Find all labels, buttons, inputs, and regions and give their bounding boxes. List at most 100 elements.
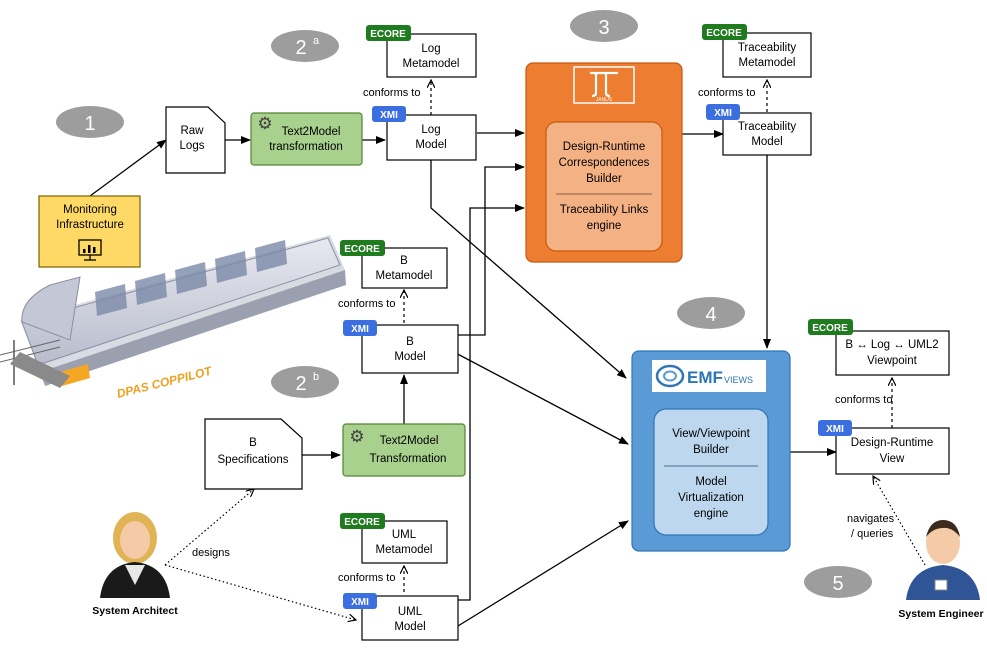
step-2a-badge: 2 a [271, 30, 339, 62]
svg-text:Model: Model [394, 621, 425, 633]
svg-text:Metamodel: Metamodel [376, 544, 433, 556]
svg-text:Viewpoint: Viewpoint [867, 355, 917, 367]
svg-text:XMI: XMI [351, 597, 369, 608]
svg-text:3: 3 [598, 17, 609, 39]
system-engineer-label: System Engineer [898, 608, 983, 620]
emfviews-logo: EMF VIEWS [652, 360, 766, 392]
svg-text:Monitoring: Monitoring [63, 204, 117, 216]
ecore-tag: ECORE [340, 240, 385, 256]
svg-text:Metamodel: Metamodel [739, 57, 796, 69]
svg-text:UML: UML [392, 529, 417, 541]
svg-text:Virtualization: Virtualization [678, 492, 744, 504]
ecore-tag: ECORE [808, 319, 853, 335]
xmi-tag: XMI [343, 593, 377, 609]
svg-text:Builder: Builder [586, 173, 622, 185]
step-1-badge: 1 [56, 106, 124, 138]
svg-text:engine: engine [694, 508, 729, 520]
emfviews-panel: EMF VIEWS View/Viewpoint Builder Model V… [631, 350, 791, 552]
svg-text:Metamodel: Metamodel [376, 270, 433, 282]
conforms-to-label: conforms to [363, 87, 420, 99]
svg-text:Log: Log [421, 43, 440, 55]
b-model-box: B Model [361, 324, 459, 374]
traceability-model-box: Traceability Model [722, 112, 812, 156]
svg-text:Metamodel: Metamodel [403, 58, 460, 70]
step-5-badge: 5 [804, 566, 872, 598]
svg-text:ECORE: ECORE [344, 517, 380, 528]
xmi-tag: XMI [706, 104, 740, 120]
uml-model-box: UML Model [361, 595, 459, 641]
janus-panel: JANUS Design-Runtime Correspondences Bui… [525, 62, 683, 263]
svg-text:2: 2 [295, 37, 306, 59]
svg-text:UML: UML [398, 606, 423, 618]
step-3-badge: 3 [570, 10, 638, 42]
svg-text:B: B [406, 336, 414, 348]
b-specifications-document: B Specifications [204, 418, 303, 490]
svg-text:1: 1 [84, 113, 95, 135]
janus-logo: JANUS [573, 66, 635, 104]
gear-icon: ⚙ [349, 427, 364, 446]
svg-text:Transformation: Transformation [370, 453, 447, 465]
svg-text:B: B [400, 255, 408, 267]
svg-text:Traceability: Traceability [738, 121, 797, 133]
svg-text:engine: engine [587, 220, 622, 232]
svg-text:XMI: XMI [714, 108, 732, 119]
svg-text:View/Viewpoint: View/Viewpoint [672, 428, 750, 440]
xmi-tag: XMI [818, 420, 852, 436]
ecore-tag: ECORE [366, 25, 411, 41]
ecore-tag: ECORE [340, 513, 385, 529]
xmi-tag: XMI [343, 320, 377, 336]
step-2b-badge: 2 b [271, 366, 339, 398]
svg-text:transformation: transformation [269, 141, 343, 153]
step-4-badge: 4 [677, 297, 745, 329]
svg-text:Correspondences: Correspondences [559, 157, 650, 169]
svg-text:XMI: XMI [380, 110, 398, 121]
svg-text:B ↔ Log ↔ UML2: B ↔ Log ↔ UML2 [845, 339, 938, 351]
svg-text:VIEWS: VIEWS [724, 375, 753, 385]
svg-text:5: 5 [832, 573, 843, 595]
viewpoint-box: B ↔ Log ↔ UML2 Viewpoint [835, 330, 950, 376]
svg-text:Raw: Raw [180, 125, 204, 137]
design-runtime-view-box: Design-Runtime View [835, 427, 950, 475]
svg-text:Design-Runtime: Design-Runtime [563, 141, 645, 153]
raw-logs-document: Raw Logs [165, 106, 226, 174]
svg-text:Model: Model [695, 476, 726, 488]
svg-text:DPAS COPPILOT: DPAS COPPILOT [115, 363, 214, 400]
svg-text:Specifications: Specifications [218, 454, 289, 466]
svg-text:View: View [880, 453, 905, 465]
svg-text:ECORE: ECORE [370, 29, 406, 40]
svg-text:B: B [249, 437, 257, 449]
svg-text:XMI: XMI [826, 424, 844, 435]
svg-text:Model: Model [415, 139, 446, 151]
conforms-to-label: conforms to [835, 394, 892, 406]
monitor-chart-icon [78, 239, 102, 261]
svg-text:a: a [313, 35, 320, 47]
text2model-log-box: ⚙ Text2Model transformation [250, 112, 363, 166]
system-engineer-avatar [906, 520, 980, 600]
svg-text:Model: Model [394, 351, 425, 363]
monitoring-infrastructure-box: Monitoring Infrastructure [38, 195, 141, 268]
conforms-to-label: conforms to [338, 572, 395, 584]
system-architect-avatar [100, 512, 170, 598]
svg-text:Text2Model: Text2Model [282, 126, 341, 138]
xmi-tag: XMI [372, 106, 406, 122]
svg-text:Design-Runtime: Design-Runtime [851, 437, 933, 449]
svg-text:b: b [313, 371, 319, 383]
ecore-tag: ECORE [702, 24, 747, 40]
svg-text:JANUS: JANUS [596, 97, 613, 103]
log-metamodel-box: Log Metamodel [386, 33, 477, 78]
svg-text:Builder: Builder [693, 444, 729, 456]
svg-text:2: 2 [295, 373, 306, 395]
log-model-box: Log Model [386, 114, 477, 161]
svg-text:Traceability: Traceability [738, 42, 797, 54]
designs-label: designs [192, 547, 230, 559]
svg-text:Text2Model: Text2Model [380, 435, 439, 447]
svg-text:EMF: EMF [687, 368, 723, 387]
svg-text:ECORE: ECORE [706, 28, 742, 39]
svg-text:4: 4 [705, 304, 716, 326]
traceability-metamodel-box: Traceability Metamodel [722, 32, 812, 78]
svg-text:Traceability Links: Traceability Links [560, 204, 649, 216]
navigates-label: navigates [847, 513, 895, 525]
conforms-to-label: conforms to [698, 87, 755, 99]
text2model-b-box: ⚙ Text2Model Transformation [342, 423, 466, 477]
